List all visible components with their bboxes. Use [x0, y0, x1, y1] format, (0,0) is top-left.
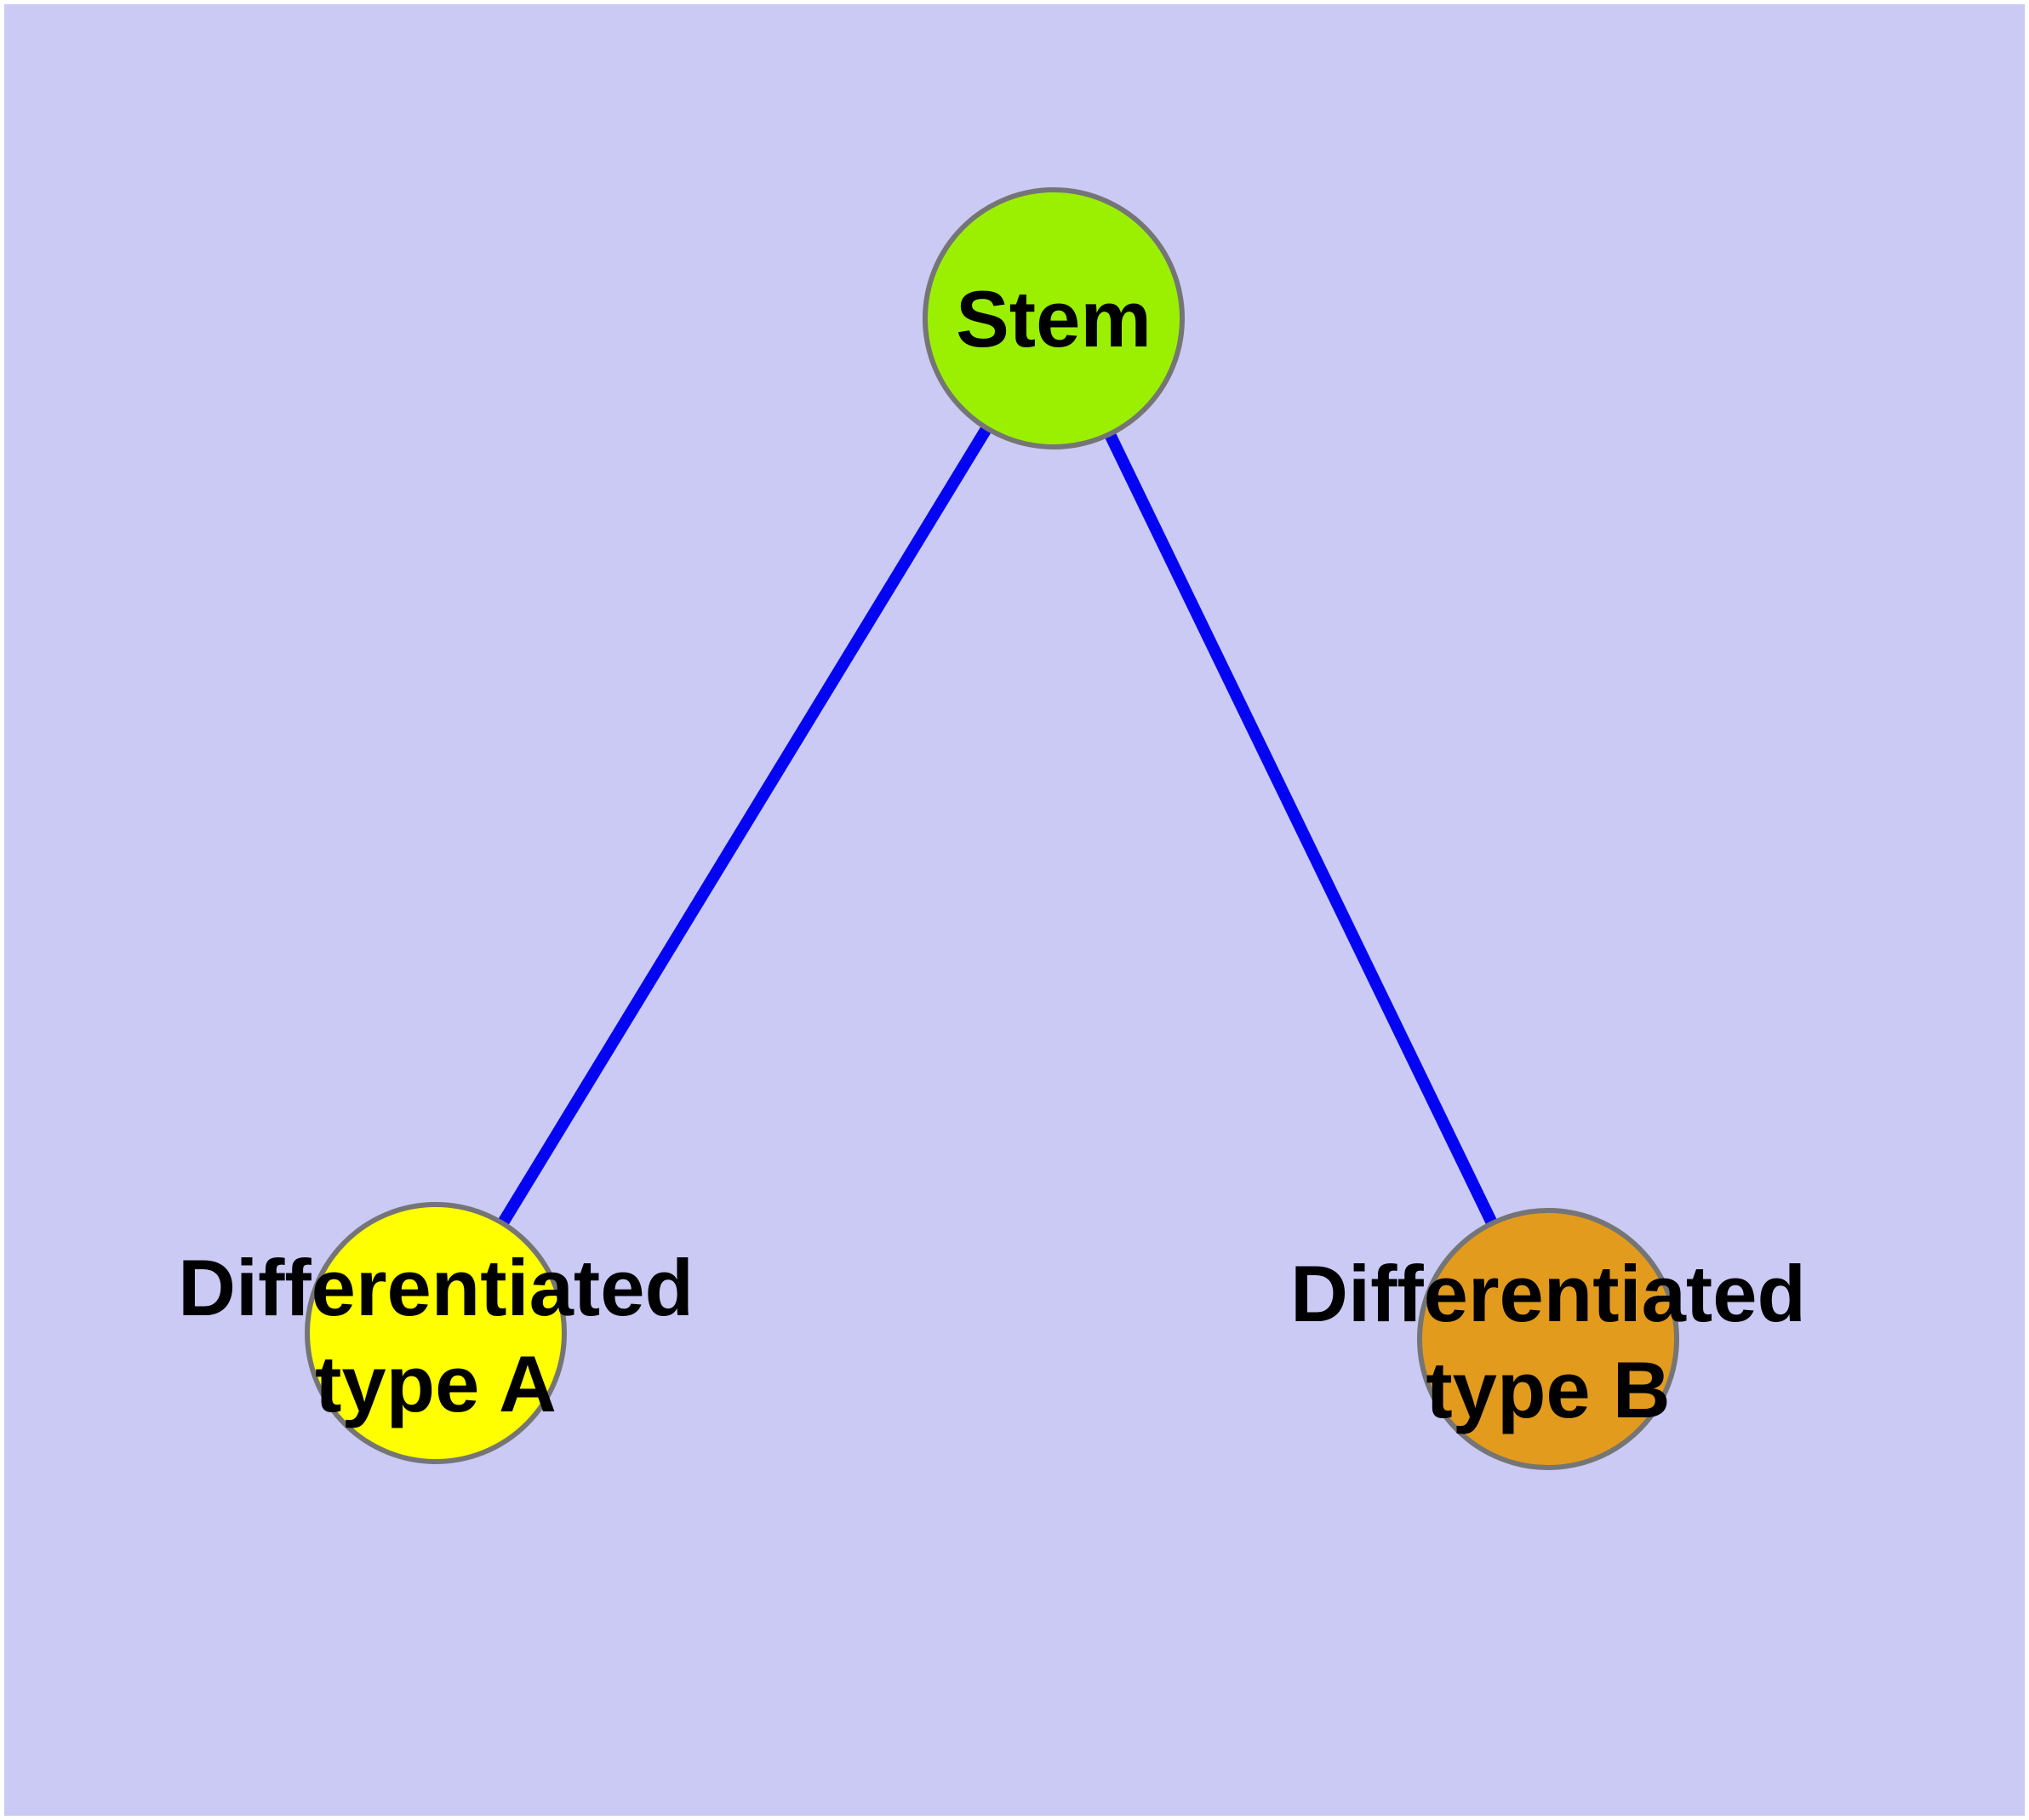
- node-type-b-label-line2: type B: [1426, 1345, 1670, 1434]
- edge-stem-to-type-a: [431, 315, 1059, 1336]
- node-stem-label: Stem: [956, 274, 1152, 363]
- node-differentiated-type-b: [1417, 1208, 1679, 1470]
- node-type-a-label-line1: Differentiated: [178, 1243, 694, 1332]
- node-type-b-label-line1: Differentiated: [1290, 1249, 1806, 1338]
- node-differentiated-type-a: [305, 1202, 567, 1464]
- node-stem: [923, 187, 1185, 449]
- edge-stem-to-type-b: [1048, 315, 1554, 1342]
- node-type-a-label-line2: type A: [315, 1339, 557, 1428]
